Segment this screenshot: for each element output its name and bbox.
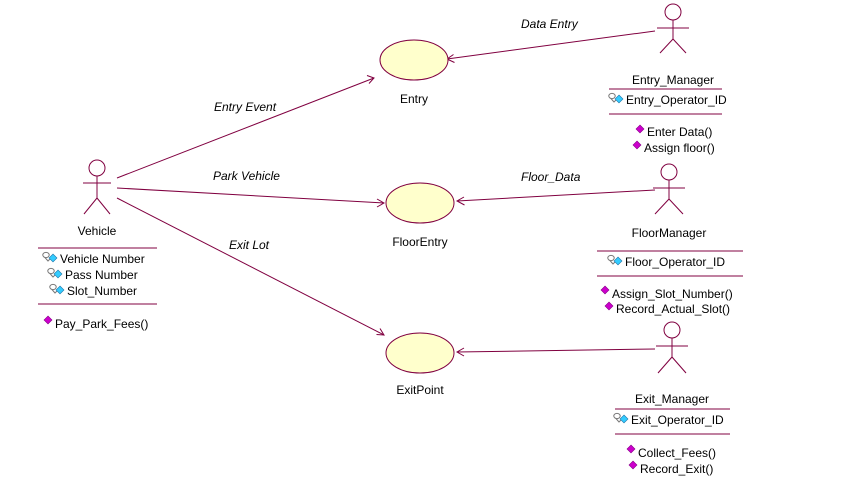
attribute-vehicle-number: Vehicle Number <box>60 252 145 266</box>
association-data-entry[interactable] <box>445 30 656 63</box>
usecase-floor-entry[interactable]: FloorEntry <box>385 182 455 249</box>
attribute-exit-operator-id: Exit_Operator_ID <box>631 413 724 427</box>
label-exit-lot: Exit Lot <box>229 238 270 252</box>
association-entry-event[interactable] <box>116 75 375 179</box>
usecase-exit-point-ellipse[interactable] <box>385 332 455 374</box>
usecase-exit-point[interactable]: ExitPoint <box>385 332 455 397</box>
operation-icon <box>628 460 638 470</box>
operation-icon <box>604 301 614 311</box>
attribute-slot-number: Slot_Number <box>67 284 137 298</box>
operation-enter-data: Enter Data() <box>647 125 712 139</box>
actor-vehicle-name: Vehicle <box>78 224 117 238</box>
attribute-icon <box>49 283 65 295</box>
actor-entry-manager[interactable]: Entry_Manager Entry_Operator_ID Enter Da… <box>608 3 727 155</box>
association-park-vehicle[interactable] <box>116 187 386 208</box>
usecase-entry-label: Entry <box>400 92 428 106</box>
attribute-icon <box>613 412 629 424</box>
usecase-entry-ellipse[interactable] <box>379 39 449 81</box>
association-floor-data[interactable] <box>455 189 656 206</box>
operation-assign-floor: Assign floor() <box>644 141 715 155</box>
usecase-floor-entry-label: FloorEntry <box>392 235 447 249</box>
usecase-entry[interactable]: Entry <box>379 39 449 106</box>
operation-pay-park-fees: Pay_Park_Fees() <box>55 317 148 331</box>
operation-icon <box>43 315 53 325</box>
usecase-floor-entry-ellipse[interactable] <box>385 182 455 224</box>
operation-icon <box>635 124 645 134</box>
stick-figure-icon <box>657 3 689 54</box>
stick-figure-icon <box>653 163 685 215</box>
stick-figure-icon <box>83 159 111 215</box>
actor-entry-manager-name: Entry_Manager <box>632 73 714 87</box>
operation-record-exit: Record_Exit() <box>640 462 713 476</box>
attribute-floor-operator-id: Floor_Operator_ID <box>625 255 725 269</box>
operation-collect-fees: Collect_Fees() <box>638 446 716 460</box>
attribute-pass-number: Pass Number <box>65 268 138 282</box>
operation-record-actual-slot: Record_Actual_Slot() <box>616 302 730 316</box>
attribute-icon <box>47 267 63 279</box>
stick-figure-icon <box>656 321 688 374</box>
attribute-icon <box>42 251 58 263</box>
actor-exit-manager-name: Exit_Manager <box>635 392 709 406</box>
association-exit-lot[interactable] <box>116 197 385 336</box>
operation-icon <box>600 285 610 295</box>
actor-exit-manager[interactable]: Exit_Manager Exit_Operator_ID Collect_Fe… <box>613 321 730 476</box>
actor-floor-manager-name: FloorManager <box>632 226 707 240</box>
label-floor-data: Floor_Data <box>521 170 581 184</box>
attribute-icon <box>608 92 624 104</box>
operation-assign-slot-number: Assign_Slot_Number() <box>612 287 733 301</box>
actor-vehicle[interactable]: Vehicle Vehicle Number Pass Number Slot_… <box>38 159 157 331</box>
actor-floor-manager[interactable]: FloorManager Floor_Operator_ID Assign_Sl… <box>597 163 743 316</box>
label-park-vehicle: Park Vehicle <box>213 169 280 183</box>
attribute-icon <box>607 254 623 266</box>
association-exit[interactable] <box>455 347 656 357</box>
usecase-exit-point-label: ExitPoint <box>396 383 444 397</box>
operation-icon <box>626 444 636 454</box>
label-data-entry: Data Entry <box>521 17 579 31</box>
label-entry-event: Entry Event <box>214 100 277 114</box>
operation-icon <box>632 140 642 150</box>
attribute-entry-operator-id: Entry_Operator_ID <box>626 93 727 107</box>
